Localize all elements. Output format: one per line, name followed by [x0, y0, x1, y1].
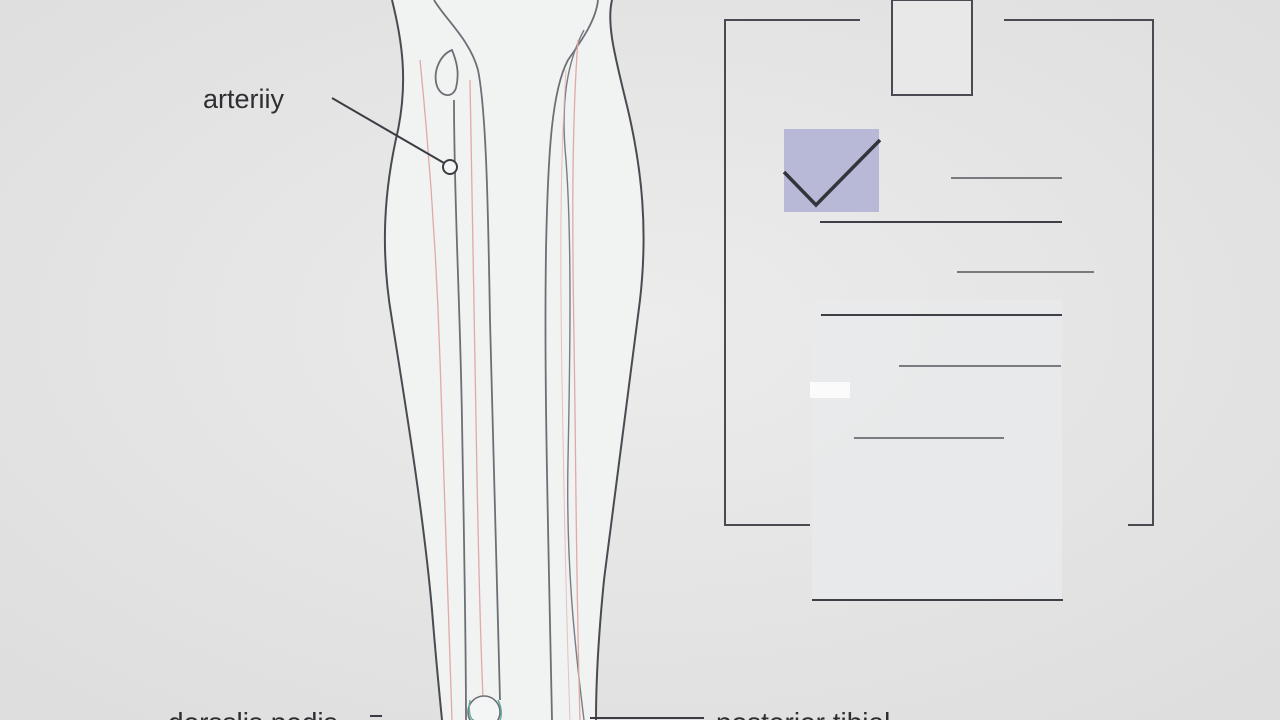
checkbox-checked-icon — [782, 129, 882, 212]
clipboard-clip — [891, 0, 973, 96]
clipboard-frame — [724, 19, 1154, 526]
label-dorsalis: dorsslis pedis — [168, 707, 338, 720]
ankle-joint — [467, 695, 501, 720]
label-artery: arteriiy — [203, 84, 285, 114]
artery-line-4 — [560, 69, 571, 720]
checkbox-box — [784, 129, 879, 212]
checkmark — [782, 138, 882, 208]
muscle-contour-right — [563, 29, 585, 720]
artery-line-3 — [572, 39, 581, 720]
leg-fill — [384, 0, 644, 720]
leg-illustration — [383, 0, 645, 720]
callout-artery-dot — [442, 159, 458, 175]
clipboard-icon — [724, 0, 1154, 601]
leg-outline-right — [595, 0, 645, 720]
leg-outline-left — [383, 0, 443, 720]
callout-dorsalis: dorsslis pedis — [168, 707, 382, 720]
label-posterior: posterior tibial — [716, 707, 890, 720]
artery-line-1 — [419, 59, 453, 720]
artery-line-2 — [469, 79, 485, 720]
callout-artery-leader — [331, 97, 445, 164]
callout-artery: arteriiy — [203, 84, 458, 175]
checklist-marker — [810, 382, 850, 398]
fibula-outline — [434, 48, 467, 720]
clipboard-sheet — [812, 300, 1062, 600]
callout-posterior: posterior tibial — [590, 707, 890, 720]
ankle-joint-accent-right — [497, 699, 503, 720]
tibia-outline-left — [433, 0, 501, 701]
